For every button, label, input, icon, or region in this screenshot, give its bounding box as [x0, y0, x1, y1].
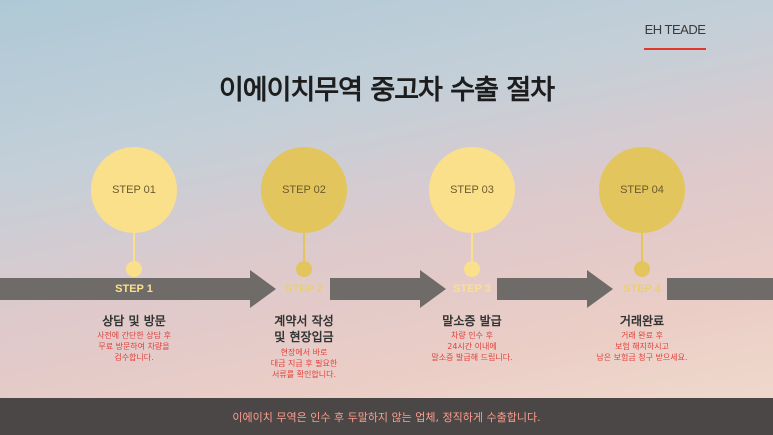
step-title-line: 계약서 작성: [274, 314, 334, 328]
step-circle: STEP 03: [429, 147, 515, 233]
step-title-line: 및 현장입금: [274, 330, 334, 344]
step-desc-line: 24시간 이내에: [447, 342, 497, 351]
step-circle-label: STEP 03: [450, 184, 494, 196]
step-stem: [641, 233, 643, 261]
step-title: 말소증 발급: [402, 313, 542, 329]
arrow-head: [420, 270, 446, 308]
brand-underline: [644, 48, 706, 50]
step-stem: [303, 233, 305, 261]
step-circle: STEP 02: [261, 147, 347, 233]
step-4: STEP 04: [599, 147, 689, 277]
step-title-line: 말소증 발급: [442, 314, 502, 328]
step-desc-line: 서류를 확인합니다.: [272, 370, 336, 379]
step-bar-label: STEP 2: [285, 283, 323, 295]
step-bar-label: STEP 1: [115, 283, 153, 295]
step-3: STEP 03: [429, 147, 519, 277]
page-title: 이에이치무역 중고차 수출 절차: [218, 75, 555, 106]
step-desc-line: 말소증 발급해 드립니다.: [431, 353, 513, 362]
footer-banner: 이에이치 무역은 인수 후 두말하지 않는 업체, 정직하게 수출합니다.: [0, 398, 773, 435]
step-circle-label: STEP 02: [282, 184, 326, 196]
step-desc-line: 무료 방문하여 차량을: [98, 342, 170, 351]
step-1: STEP 01: [91, 147, 181, 277]
step-dot: [126, 261, 142, 277]
step-stem: [133, 233, 135, 261]
step-circle: STEP 04: [599, 147, 685, 233]
step-desc-line: 현장에서 바로: [280, 348, 328, 357]
step-desc-line: 대금 지급 후 필요한: [270, 359, 338, 368]
step-description: 거래 완료 후 보험 해지하시고 남은 보험금 청구 받으세요.: [572, 330, 712, 363]
step-title-line: 거래완료: [619, 314, 665, 328]
step-title-line: 상담 및 방문: [102, 314, 166, 328]
step-description: 현장에서 바로 대금 지급 후 필요한 서류를 확인합니다.: [234, 347, 374, 380]
step-title: 거래완료: [572, 313, 712, 329]
step-title: 상담 및 방문: [64, 313, 204, 329]
step-desc-line: 사전에 간단한 상담 후: [97, 331, 171, 340]
step-circle: STEP 01: [91, 147, 177, 233]
arrow-head: [250, 270, 276, 308]
arrow-segment: [330, 278, 420, 300]
step-dot: [464, 261, 480, 277]
step-desc-line: 보험 해지하시고: [614, 342, 670, 351]
footer-text: 이에이치 무역은 인수 후 두말하지 않는 업체, 정직하게 수출합니다.: [232, 410, 541, 424]
step-desc-line: 남은 보험금 청구 받으세요.: [596, 353, 688, 362]
step-bar-label: STEP 3: [453, 283, 491, 295]
step-desc-line: 차량 인수 후: [451, 331, 493, 340]
arrow-segment: [0, 278, 250, 300]
step-dot: [296, 261, 312, 277]
step-dot: [634, 261, 650, 277]
step-bar-label: STEP 4: [623, 283, 661, 295]
step-title: 계약서 작성 및 현장입금: [234, 313, 374, 345]
step-circle-label: STEP 01: [112, 184, 156, 196]
step-description: 차량 인수 후 24시간 이내에 말소증 발급해 드립니다.: [402, 330, 542, 363]
step-desc-line: 검수합니다.: [114, 353, 154, 362]
arrow-head: [587, 270, 613, 308]
brand-logo: EH TEADE: [644, 22, 706, 37]
arrow-segment: [667, 278, 773, 300]
step-2: STEP 02: [261, 147, 351, 277]
step-circle-label: STEP 04: [620, 184, 664, 196]
step-stem: [471, 233, 473, 261]
step-description: 사전에 간단한 상담 후 무료 방문하여 차량을 검수합니다.: [64, 330, 204, 363]
step-desc-line: 거래 완료 후: [621, 331, 663, 340]
arrow-segment: [497, 278, 587, 300]
